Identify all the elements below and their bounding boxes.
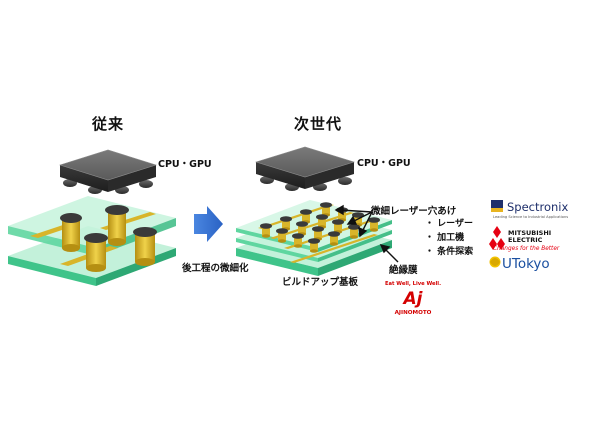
via-hole [348, 224, 360, 239]
heading-conventional: 従来 [92, 115, 125, 133]
substrate-conventional [8, 196, 176, 286]
leader-lines [334, 204, 399, 263]
bullet-condition-search: ・ 条件探索 [425, 247, 474, 257]
label-backend-miniaturization: 後工程の微細化 [182, 263, 249, 274]
ajinomoto-name: AJINOMOTO [395, 310, 432, 316]
spectronix-logo: Spectronix Leading Science to Industrial… [491, 200, 569, 219]
via-hole [328, 231, 340, 246]
mitsubishi-line2: ELECTRIC [508, 236, 543, 244]
ajinomoto-tagline: Eat Well, Live Well. [385, 281, 441, 287]
via-hole [292, 233, 304, 248]
via-hole [368, 217, 380, 232]
transition-arrow [194, 206, 223, 242]
label-insulation-film: 絶縁膜 [389, 265, 418, 276]
bullet-laser: ・ レーザー [425, 219, 473, 229]
heading-next-gen: 次世代 [294, 115, 343, 133]
via-hole [276, 228, 288, 243]
via-hole [308, 238, 320, 253]
chip-left [58, 149, 158, 194]
label-chip-right: CPU・GPU [357, 158, 411, 169]
spectronix-tagline: Leading Science to Industrial Applicatio… [493, 215, 568, 219]
bullet-machine: ・ 加工機 [425, 233, 465, 243]
ajinomoto-mark-icon: Aj [402, 289, 424, 309]
mitsubishi-tagline: Changes for the Better [493, 246, 560, 252]
spectronix-name: Spectronix [507, 200, 569, 214]
utokyo-logo: UTokyo [489, 256, 550, 272]
utokyo-name: UTokyo [502, 256, 550, 272]
label-chip-left: CPU・GPU [158, 159, 212, 170]
label-laser-holes: 微細レーザー穴あけ [371, 206, 457, 217]
chip-right [254, 146, 356, 191]
label-buildup-substrate: ビルドアップ基板 [282, 277, 359, 288]
ajinomoto-logo: Eat Well, Live Well. Aj AJINOMOTO [385, 281, 441, 316]
mitsubishi-logo: MITSUBISHI ELECTRIC Changes for the Bett… [489, 226, 560, 252]
mitsubishi-line1: MITSUBISHI [508, 229, 551, 237]
via-hole [260, 223, 272, 238]
